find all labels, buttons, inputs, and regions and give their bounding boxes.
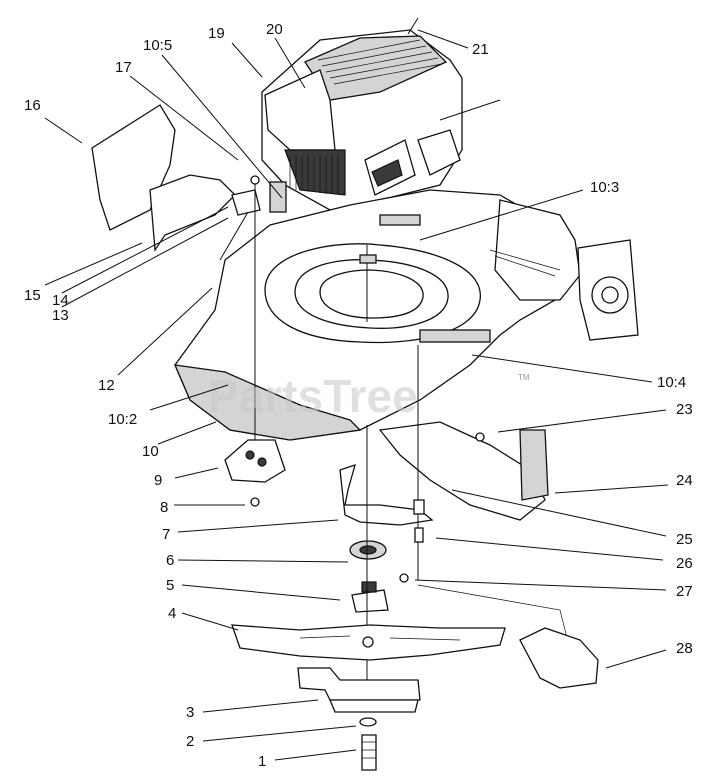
callout-27: 27 (676, 583, 693, 600)
callout-10-3: 10:3 (590, 179, 619, 196)
mower-deck (173, 181, 639, 441)
right-parts (399, 345, 599, 689)
callout-5: 5 (166, 577, 174, 594)
callout-10-5: 10:5 (143, 37, 172, 54)
callout-19: 19 (208, 25, 225, 42)
callout-3: 3 (186, 704, 194, 721)
callout-25: 25 (676, 531, 693, 548)
callout-9: 9 (154, 472, 162, 489)
callouts: 21 20 19 10:5 17 16 10:3 15 14 13 12 10:… (24, 21, 693, 770)
blade-adapter (297, 667, 421, 771)
callout-26: 26 (676, 555, 693, 572)
callout-17: 17 (115, 59, 132, 76)
engine (261, 17, 501, 211)
callout-28: 28 (676, 640, 693, 657)
callout-21: 21 (472, 41, 489, 58)
callout-10-2: 10:2 (108, 411, 137, 428)
callout-23: 23 (676, 401, 693, 418)
callout-13: 13 (52, 307, 69, 324)
callout-12: 12 (98, 377, 115, 394)
callout-24: 24 (676, 472, 693, 489)
rear-deflector (378, 421, 549, 521)
callout-1: 1 (258, 753, 266, 770)
watermark-text: PartsTree (208, 370, 418, 422)
blade (231, 624, 506, 661)
leader-lines (44, 29, 669, 761)
callout-14: 14 (52, 292, 69, 309)
trademark-mark: TM (518, 373, 530, 382)
callout-7: 7 (162, 526, 170, 543)
callout-15: 15 (24, 287, 41, 304)
callout-2: 2 (186, 733, 194, 750)
callout-8: 8 (160, 499, 168, 516)
callout-10-4: 10:4 (657, 374, 686, 391)
callout-6: 6 (166, 552, 174, 569)
callout-20: 20 (266, 21, 283, 38)
callout-10: 10 (142, 443, 159, 460)
lower-stack (224, 425, 434, 700)
callout-4: 4 (168, 605, 176, 622)
side-parts (91, 104, 261, 470)
callout-16: 16 (24, 97, 41, 114)
